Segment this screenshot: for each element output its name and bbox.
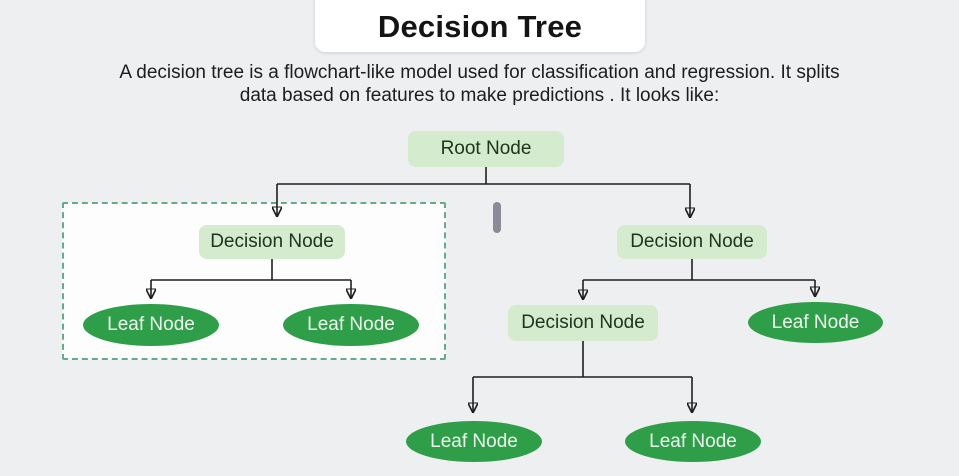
node-leaf-bottom-2: Leaf Node xyxy=(625,421,761,462)
description-line-1: A decision tree is a flowchart-like mode… xyxy=(119,62,840,83)
cursor-bar xyxy=(493,202,501,233)
node-leaf-left-2: Leaf Node xyxy=(283,304,419,346)
node-leaf-bottom-1: Leaf Node xyxy=(406,421,542,462)
description-line-2: data based on features to make predictio… xyxy=(239,85,720,106)
node-leaf-right: Leaf Node xyxy=(748,302,883,343)
node-right-decision: Decision Node xyxy=(617,225,767,259)
node-root: Root Node xyxy=(408,131,564,167)
node-leaf-left-1: Leaf Node xyxy=(83,304,219,346)
title-card: Decision Tree xyxy=(315,0,645,52)
page-title: Decision Tree xyxy=(377,9,583,44)
node-left-decision: Decision Node xyxy=(199,225,345,259)
node-mid-decision: Decision Node xyxy=(508,305,658,341)
